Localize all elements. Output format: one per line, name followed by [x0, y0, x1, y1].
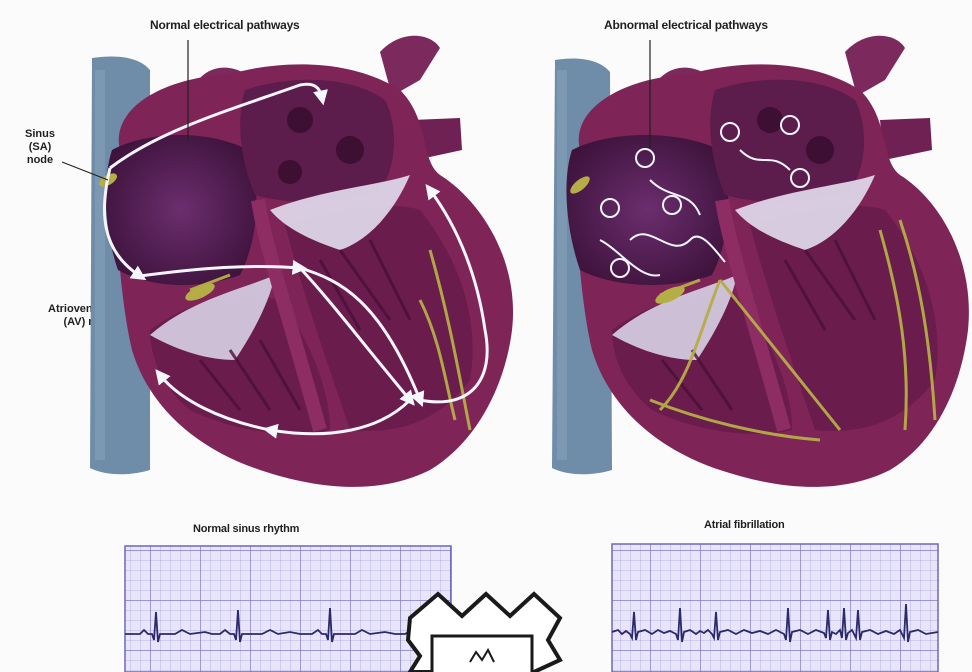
right-atrium-chamber	[566, 135, 728, 285]
ecg-normal-strip	[125, 546, 451, 672]
normal-heart	[62, 36, 513, 487]
ecg-afib-strip	[612, 544, 938, 672]
right-atrium-chamber	[106, 135, 257, 285]
abnormal-heart	[552, 36, 969, 487]
watermark-badge-icon	[408, 594, 560, 672]
